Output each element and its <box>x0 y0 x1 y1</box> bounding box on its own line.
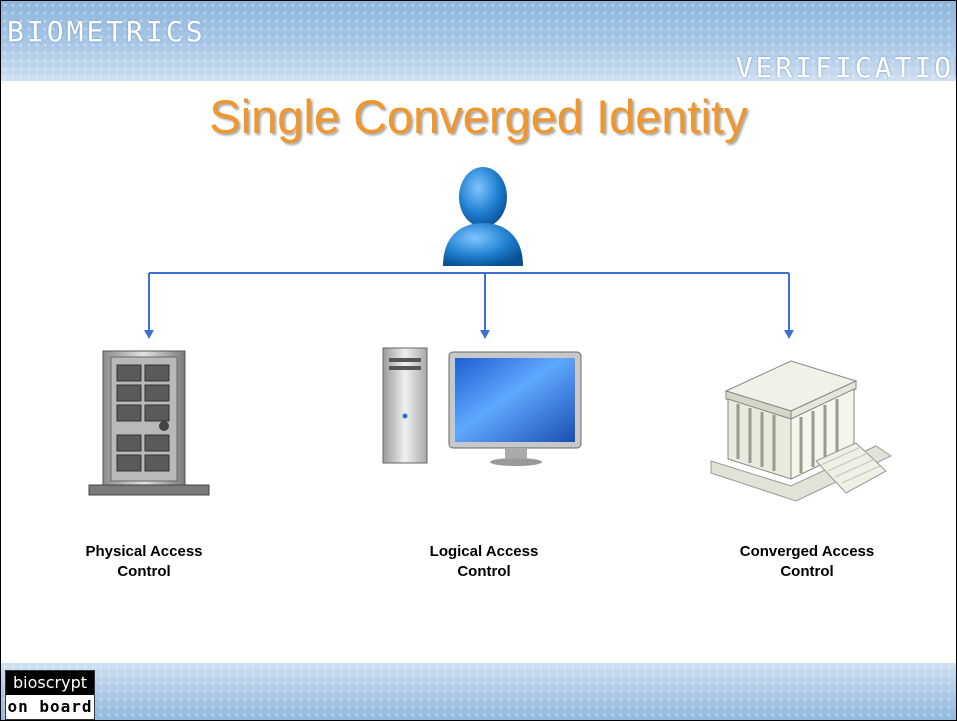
physical-access-label: Physical Access Control <box>44 542 244 582</box>
physical-access-line2: Control <box>117 563 171 580</box>
bioscrypt-logo: bioscrypt on board <box>5 670 95 720</box>
converged-access-line2: Control <box>780 563 834 580</box>
banner-word-verification: VERIFICATION <box>735 51 957 84</box>
door-icon <box>88 350 210 496</box>
logo-top-text: bioscrypt <box>6 671 94 695</box>
logical-access-line1: Logical Access <box>429 543 539 560</box>
bottom-banner <box>1 663 956 720</box>
dot-pattern <box>1 1 956 81</box>
slide-title: Single Converged Identity <box>209 90 748 143</box>
top-banner: BIOMETRICS VERIFICATION <box>1 1 957 84</box>
logical-access-line2: Control <box>457 563 511 580</box>
converged-access-label: Converged Access Control <box>707 542 907 582</box>
logo-bottom-text: on board <box>7 697 93 716</box>
banner-word-biometrics: BIOMETRICS <box>7 15 206 48</box>
logical-access-label: Logical Access Control <box>384 542 584 582</box>
converged-access-line1: Converged Access <box>739 543 875 560</box>
dot-pattern-bottom <box>1 663 956 720</box>
computer-icon <box>382 347 582 466</box>
physical-access-line1: Physical Access <box>85 543 203 560</box>
person-icon <box>443 167 523 266</box>
building-icon <box>710 360 893 502</box>
